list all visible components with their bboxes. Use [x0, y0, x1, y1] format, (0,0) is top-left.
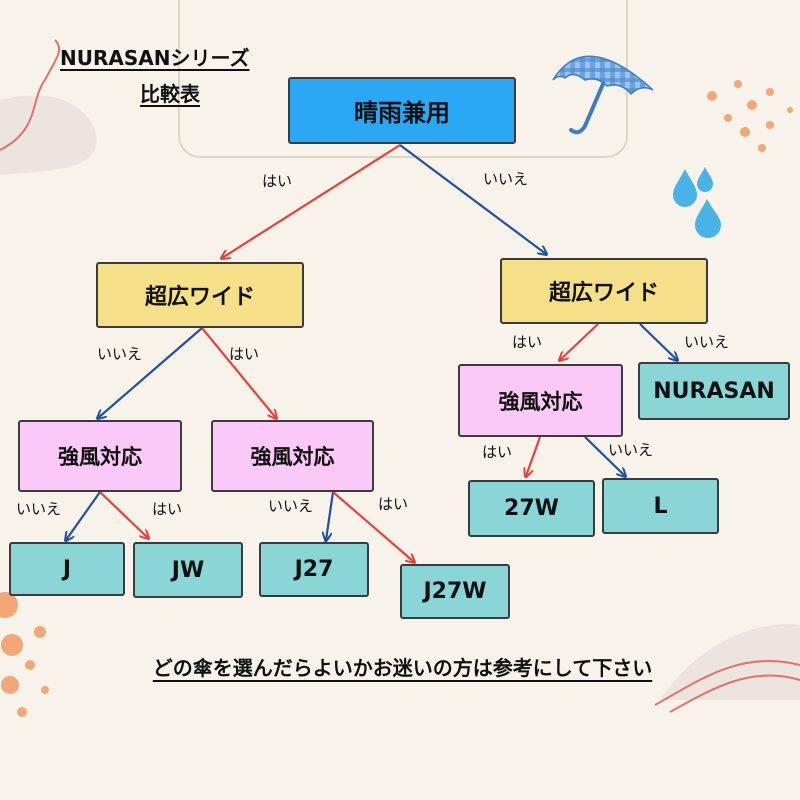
label-root-no: いいえ [483, 170, 529, 188]
arrow-root-no [399, 144, 546, 254]
footer-note: どの傘を選んだらよいかお迷いの方は参考にして下さい [152, 656, 653, 680]
label-wind2-no: いいえ [268, 497, 314, 515]
label-wind1-yes: はい [152, 500, 183, 518]
arrow-right-wide-yes [560, 323, 599, 360]
umbrella-icon [552, 55, 654, 135]
leaf-j27: J27 [259, 542, 369, 597]
label-wind1-no: いいえ [16, 500, 62, 518]
arrow-wind2-yes [332, 491, 414, 562]
arrow-wind1-no [66, 491, 101, 540]
label-right-wide-yes: はい [512, 333, 543, 351]
leaf-27w: 27W [468, 480, 595, 537]
leaf-jw: JW [133, 542, 243, 598]
label-left-wide-no: いいえ [97, 345, 143, 363]
node-wide-right: 超広ワイド [500, 258, 708, 324]
arrow-left-wide-no [98, 327, 203, 418]
leaf-nurasan: NURASAN [638, 362, 790, 420]
node-root: 晴雨兼用 [288, 77, 516, 144]
label-wind3-yes: はい [482, 443, 513, 461]
node-wind-middle: 強風対応 [211, 420, 374, 492]
node-wind-right: 強風対応 [458, 364, 623, 437]
node-wind-left: 強風対応 [18, 420, 182, 492]
label-root-yes: はい [262, 172, 293, 190]
leaf-l: L [602, 478, 719, 534]
arrow-left-wide-yes [201, 327, 276, 418]
chart-title-line1: NURASANシリーズ [60, 46, 250, 70]
label-wind2-yes: はい [378, 495, 409, 513]
arrow-right-wide-no [639, 323, 677, 360]
label-wind3-no: いいえ [608, 441, 654, 459]
label-left-wide-yes: はい [229, 345, 260, 363]
leaf-j: J [9, 542, 125, 596]
arrow-root-yes [222, 144, 401, 258]
raindrops-icon [673, 167, 721, 238]
node-wide-left: 超広ワイド [96, 262, 304, 328]
arrow-wind1-yes [99, 491, 148, 538]
label-right-wide-no: いいえ [684, 333, 730, 351]
arrow-wind2-no [326, 491, 335, 540]
arrow-wind3-yes [526, 436, 542, 476]
arrow-wind3-no [584, 436, 625, 476]
chart-title-line2: 比較表 [140, 82, 200, 106]
leaf-j27w: J27W [400, 564, 510, 619]
